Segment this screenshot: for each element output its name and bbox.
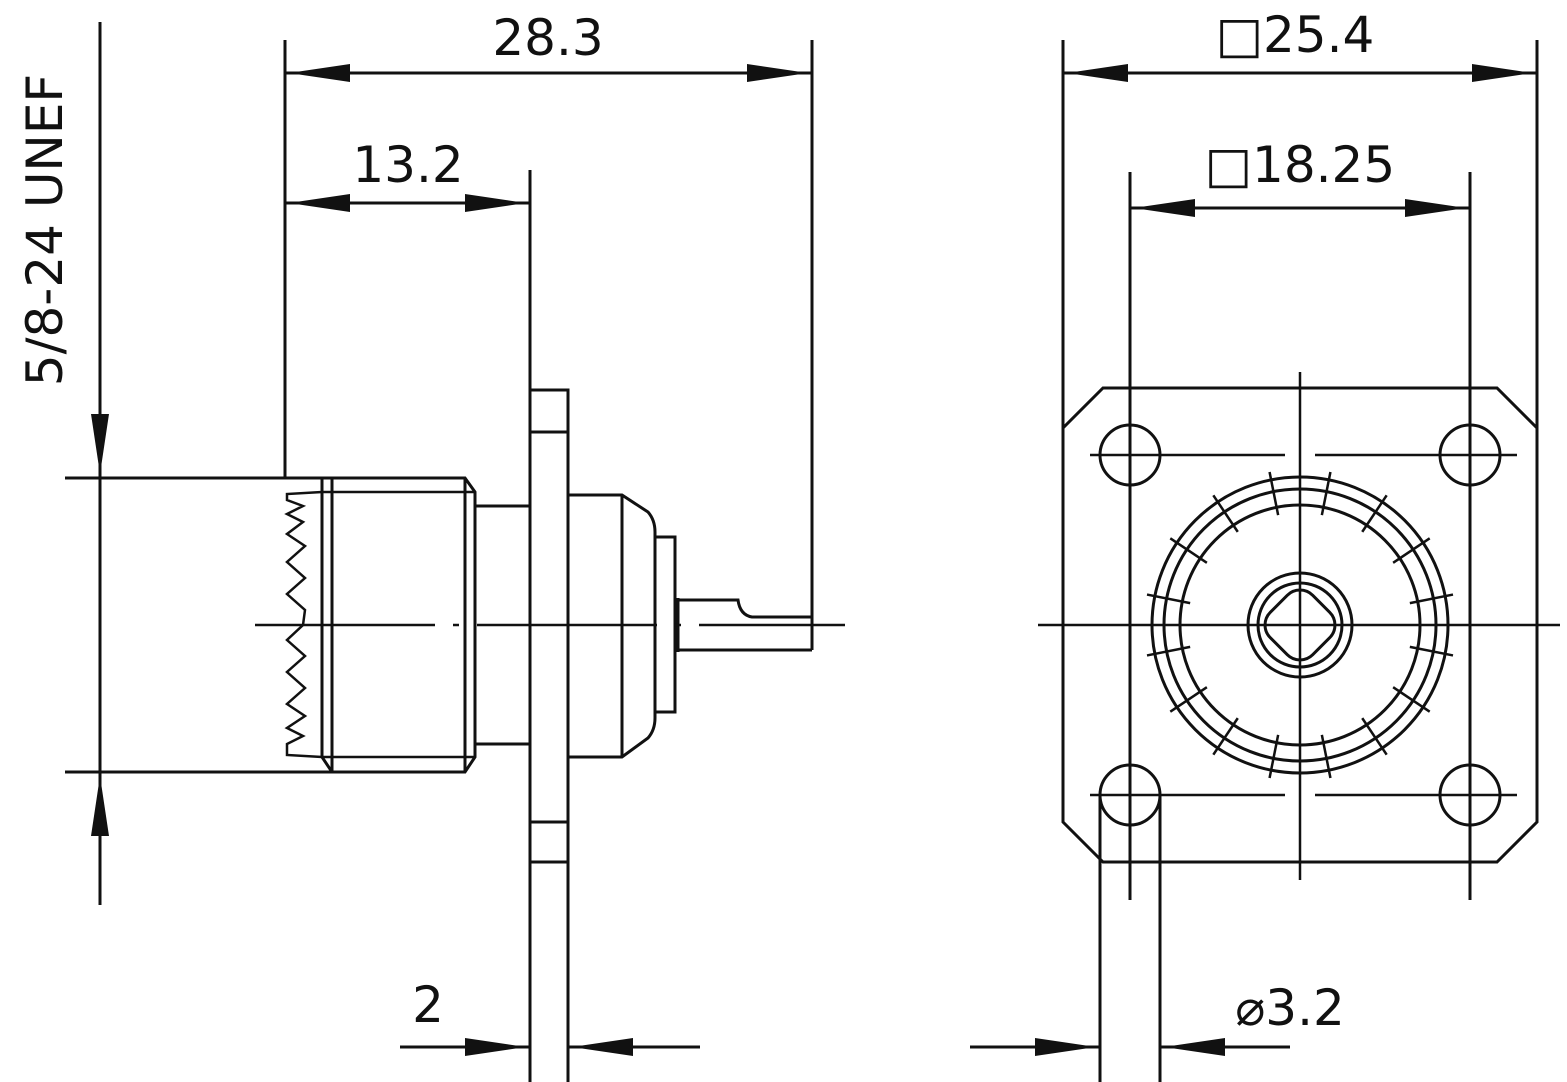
flange-square-dimension: □25.4 xyxy=(1061,6,1539,430)
flange-outline xyxy=(1061,386,1539,864)
side-view: 5/8-24 UNEF 28.3 13.2 xyxy=(16,9,845,1082)
contact-tick xyxy=(1212,494,1239,533)
contact-tick xyxy=(1169,686,1208,713)
flange-thickness-label: 2 xyxy=(412,976,444,1034)
thread-dimension: 5/8-24 UNEF xyxy=(16,22,332,905)
contact-tick xyxy=(1361,717,1388,756)
connector-body xyxy=(284,388,812,1082)
contact-tick xyxy=(1320,471,1332,516)
front-length-label: 13.2 xyxy=(352,136,463,194)
contact-tick xyxy=(1392,537,1431,564)
contact-tick xyxy=(1409,645,1454,657)
contact-tick xyxy=(1212,717,1239,756)
hole-diameter-dimension: ⌀3.2 xyxy=(970,795,1345,1082)
mounting-holes xyxy=(1090,423,1517,827)
hole-diameter-label: ⌀3.2 xyxy=(1235,979,1345,1037)
overall-length-dimension: 28.3 xyxy=(283,9,814,650)
contact-tick xyxy=(1146,645,1191,657)
contact-tick xyxy=(1268,734,1280,779)
contact-tick xyxy=(1361,494,1388,533)
contact-tick xyxy=(1409,593,1454,605)
hole-spacing-label: □18.25 xyxy=(1205,136,1395,194)
contact-tick xyxy=(1392,686,1431,713)
contact-tick xyxy=(1146,593,1191,605)
overall-length-label: 28.3 xyxy=(492,9,603,67)
contact-tick xyxy=(1169,537,1208,564)
front-view: □25.4 □18.25 xyxy=(970,6,1560,1082)
hole-spacing-dimension: □18.25 xyxy=(1128,136,1472,900)
flange-thickness-dimension: 2 xyxy=(400,976,700,1056)
flange-square-label: □25.4 xyxy=(1216,6,1375,64)
thread-label: 5/8-24 UNEF xyxy=(16,74,74,386)
front-length-dimension: 13.2 xyxy=(285,136,532,390)
contact-tick xyxy=(1268,471,1280,516)
contact-tick xyxy=(1320,734,1332,779)
